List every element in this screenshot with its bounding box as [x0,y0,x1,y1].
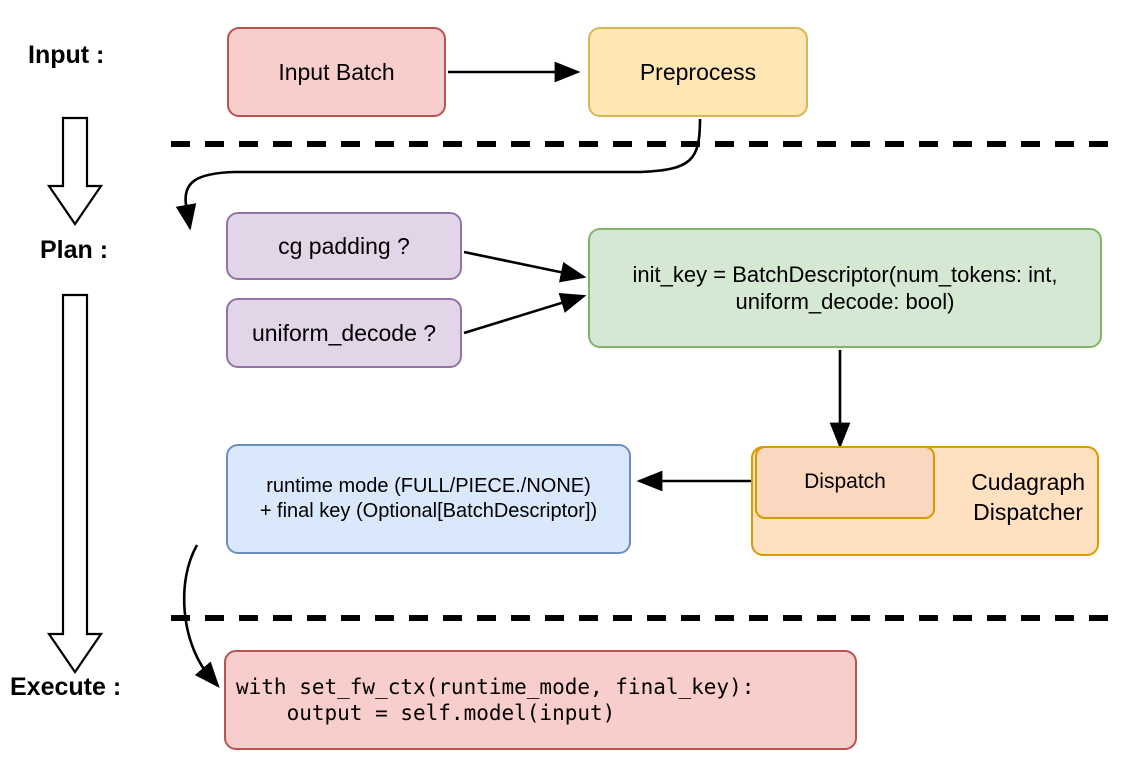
flow-arrow-plan-to-execute [46,293,104,674]
edge-cg-padding-to-init-key [463,250,587,283]
flow-arrow-input-to-plan [46,116,104,226]
node-dispatch[interactable]: Dispatch [755,446,935,519]
cudagraph-dispatcher-label: Cudagraph Dispatcher [971,469,1085,525]
stage-label-input: Input : [28,41,105,69]
node-cg-padding[interactable]: cg padding ? [226,212,462,280]
node-input-batch[interactable]: Input Batch [227,27,446,117]
edge-uniform-decode-to-init-key [463,292,587,335]
edge-runtime-mode-to-execute-code [182,544,220,688]
node-runtime-mode[interactable]: runtime mode (FULL/PIECE./NONE) + final … [226,444,631,554]
stage-label-execute: Execute : [10,673,122,701]
node-preprocess[interactable]: Preprocess [588,27,808,117]
stage-label-plan: Plan : [40,236,109,264]
node-uniform-decode[interactable]: uniform_decode ? [226,298,462,368]
node-execute-code[interactable]: with set_fw_ctx(runtime_mode, final_key)… [224,650,857,750]
node-init-key[interactable]: init_key = BatchDescriptor(num_tokens: i… [588,228,1102,348]
